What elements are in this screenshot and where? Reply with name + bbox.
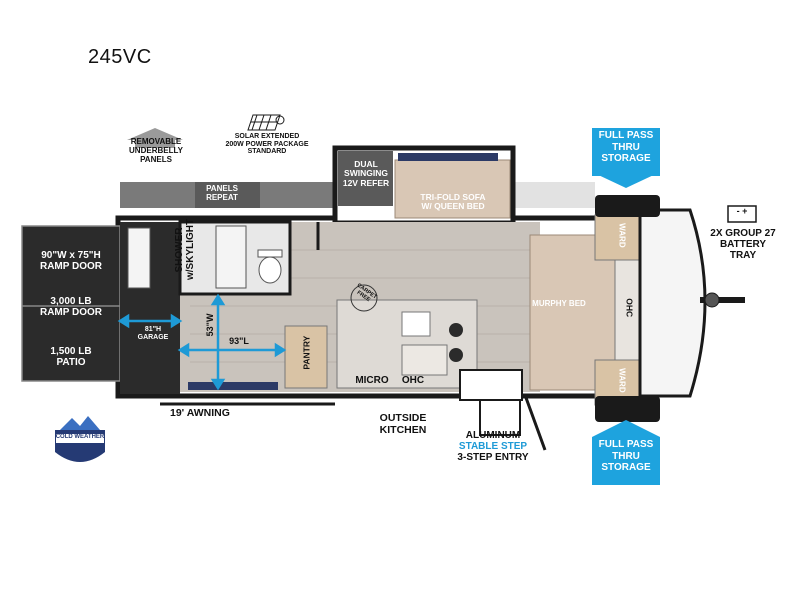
pass-arrow-bottom: [592, 420, 660, 437]
ward-bottom-label: WARD: [617, 368, 627, 393]
sofa: [394, 159, 511, 219]
entry-door: [459, 369, 523, 401]
shower: [215, 225, 247, 289]
sofa-label: TRI-FOLD SOFA W/ QUEEN BED: [420, 192, 486, 212]
panels-repeat-label: PANELS REPEAT: [206, 184, 238, 202]
ohc-front: [614, 259, 641, 361]
length-93-label: 93"L: [229, 336, 249, 346]
stable-step-label: STABLE STEP: [458, 441, 528, 452]
ward-top: [594, 214, 646, 261]
garage-height-label: 81"H GARAGE: [137, 326, 169, 341]
entry-label: 3-STEP ENTRY: [457, 452, 529, 463]
kitchen-sink: [401, 311, 431, 337]
solar-label: SOLAR EXTENDED 200W POWER PACKAGE STANDA…: [225, 133, 309, 156]
outside-kitchen-label: OUTSIDE KITCHEN: [379, 412, 427, 436]
sink-bath: [127, 227, 151, 289]
battery-label: 2X GROUP 27 BATTERY TRAY: [710, 228, 776, 261]
battery-terminals: - +: [736, 206, 748, 216]
garage-dimension-arrows: [117, 293, 287, 391]
refer-label: DUAL SWINGING 12V REFER: [342, 159, 390, 188]
pantry-cabinet: [284, 325, 328, 389]
battery-icon: [727, 205, 757, 223]
full-pass-storage-bottom: FULL PASS THRU STORAGE: [592, 437, 660, 485]
front-storage-bottom: [595, 396, 660, 422]
shower-label: SHOWER w/SKYLIGHT: [174, 218, 196, 280]
model-name: 245VC: [88, 46, 152, 68]
solar-panel-icon: [247, 114, 285, 131]
island: [401, 344, 448, 376]
ramp-door-weight-label: 3,000 LB RAMP DOOR: [39, 296, 103, 318]
toilet: [258, 256, 282, 284]
ramp-door: [21, 225, 121, 382]
underbelly-panels-arrow: [127, 128, 183, 148]
ohc-kitchen-label: OHC: [401, 375, 425, 386]
cold-weather-badge-icon: [55, 416, 105, 462]
carpet-free-icon: [350, 284, 378, 312]
refrigerator: [338, 151, 393, 206]
awning-label: 19' AWNING: [170, 407, 230, 419]
front-cap: [638, 208, 707, 398]
ward-top-label: WARD: [617, 223, 627, 248]
pantry-label: PANTRY: [301, 335, 312, 370]
cold-weather-label: COLD WEATHER: [55, 434, 105, 440]
pass-arrow-top: [592, 172, 660, 188]
entry-steps: [479, 399, 521, 436]
width-53-label: 53"W: [205, 313, 216, 337]
removable-underbelly-label: REMOVABLE UNDERBELLY PANELS: [129, 137, 183, 164]
front-storage-top: [595, 195, 660, 217]
patio-label: 1,500 LB PATIO: [50, 346, 92, 368]
ramp-door-size-label: 90"W x 75"H RAMP DOOR: [39, 250, 103, 272]
murphy-bed-label: MURPHY BED: [532, 299, 586, 308]
micro-label: MICRO: [355, 375, 389, 386]
full-pass-storage-top: FULL PASS THRU STORAGE: [592, 128, 660, 176]
aluminum-label: ALUMINUM: [465, 430, 521, 441]
ohc-front-label: OHC: [624, 298, 635, 318]
